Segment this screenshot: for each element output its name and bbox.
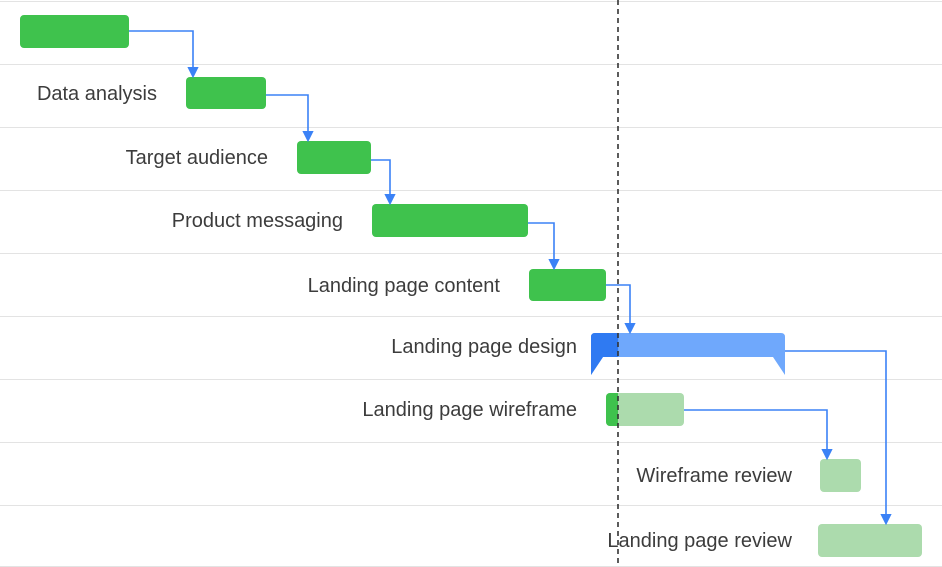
row-divider [0, 1, 942, 2]
summary-bar[interactable] [591, 333, 785, 375]
task-bar-completed[interactable] [186, 77, 266, 109]
dependency-arrow [129, 30, 199, 79]
dependency-arrow [606, 284, 636, 335]
task-bar-planned[interactable] [818, 524, 922, 557]
task-label: Product messaging [171, 210, 343, 232]
task-bar-completed[interactable] [372, 204, 528, 237]
task-bar-completed[interactable] [20, 15, 129, 48]
task-label: Landing page content [307, 275, 500, 297]
row-divider [0, 127, 942, 128]
task-bar-completed[interactable] [529, 269, 606, 301]
task-label: Wireframe review [636, 465, 792, 487]
row-divider [0, 253, 942, 254]
row-divider [0, 316, 942, 317]
task-label: Data analysis [36, 83, 157, 105]
task-label: Landing page wireframe [362, 399, 577, 421]
task-label: Landing page design [391, 336, 577, 358]
task-label: Landing page review [607, 530, 792, 552]
summary-progress-fill [591, 333, 619, 375]
task-bar-in-progress[interactable] [606, 393, 684, 426]
dependency-arrow [684, 409, 833, 461]
dependency-arrow [528, 222, 560, 271]
task-label: Target audience [125, 147, 268, 169]
task-bar-completed[interactable] [297, 141, 371, 174]
task-bar-planned[interactable] [820, 459, 861, 492]
row-divider [0, 442, 942, 443]
row-divider [0, 379, 942, 380]
row-divider [0, 505, 942, 506]
row-divider [0, 190, 942, 191]
dependency-arrow [371, 159, 396, 206]
dependency-arrow [266, 94, 314, 143]
task-progress-fill [606, 393, 618, 426]
row-divider [0, 64, 942, 65]
dependency-arrow [785, 350, 892, 526]
